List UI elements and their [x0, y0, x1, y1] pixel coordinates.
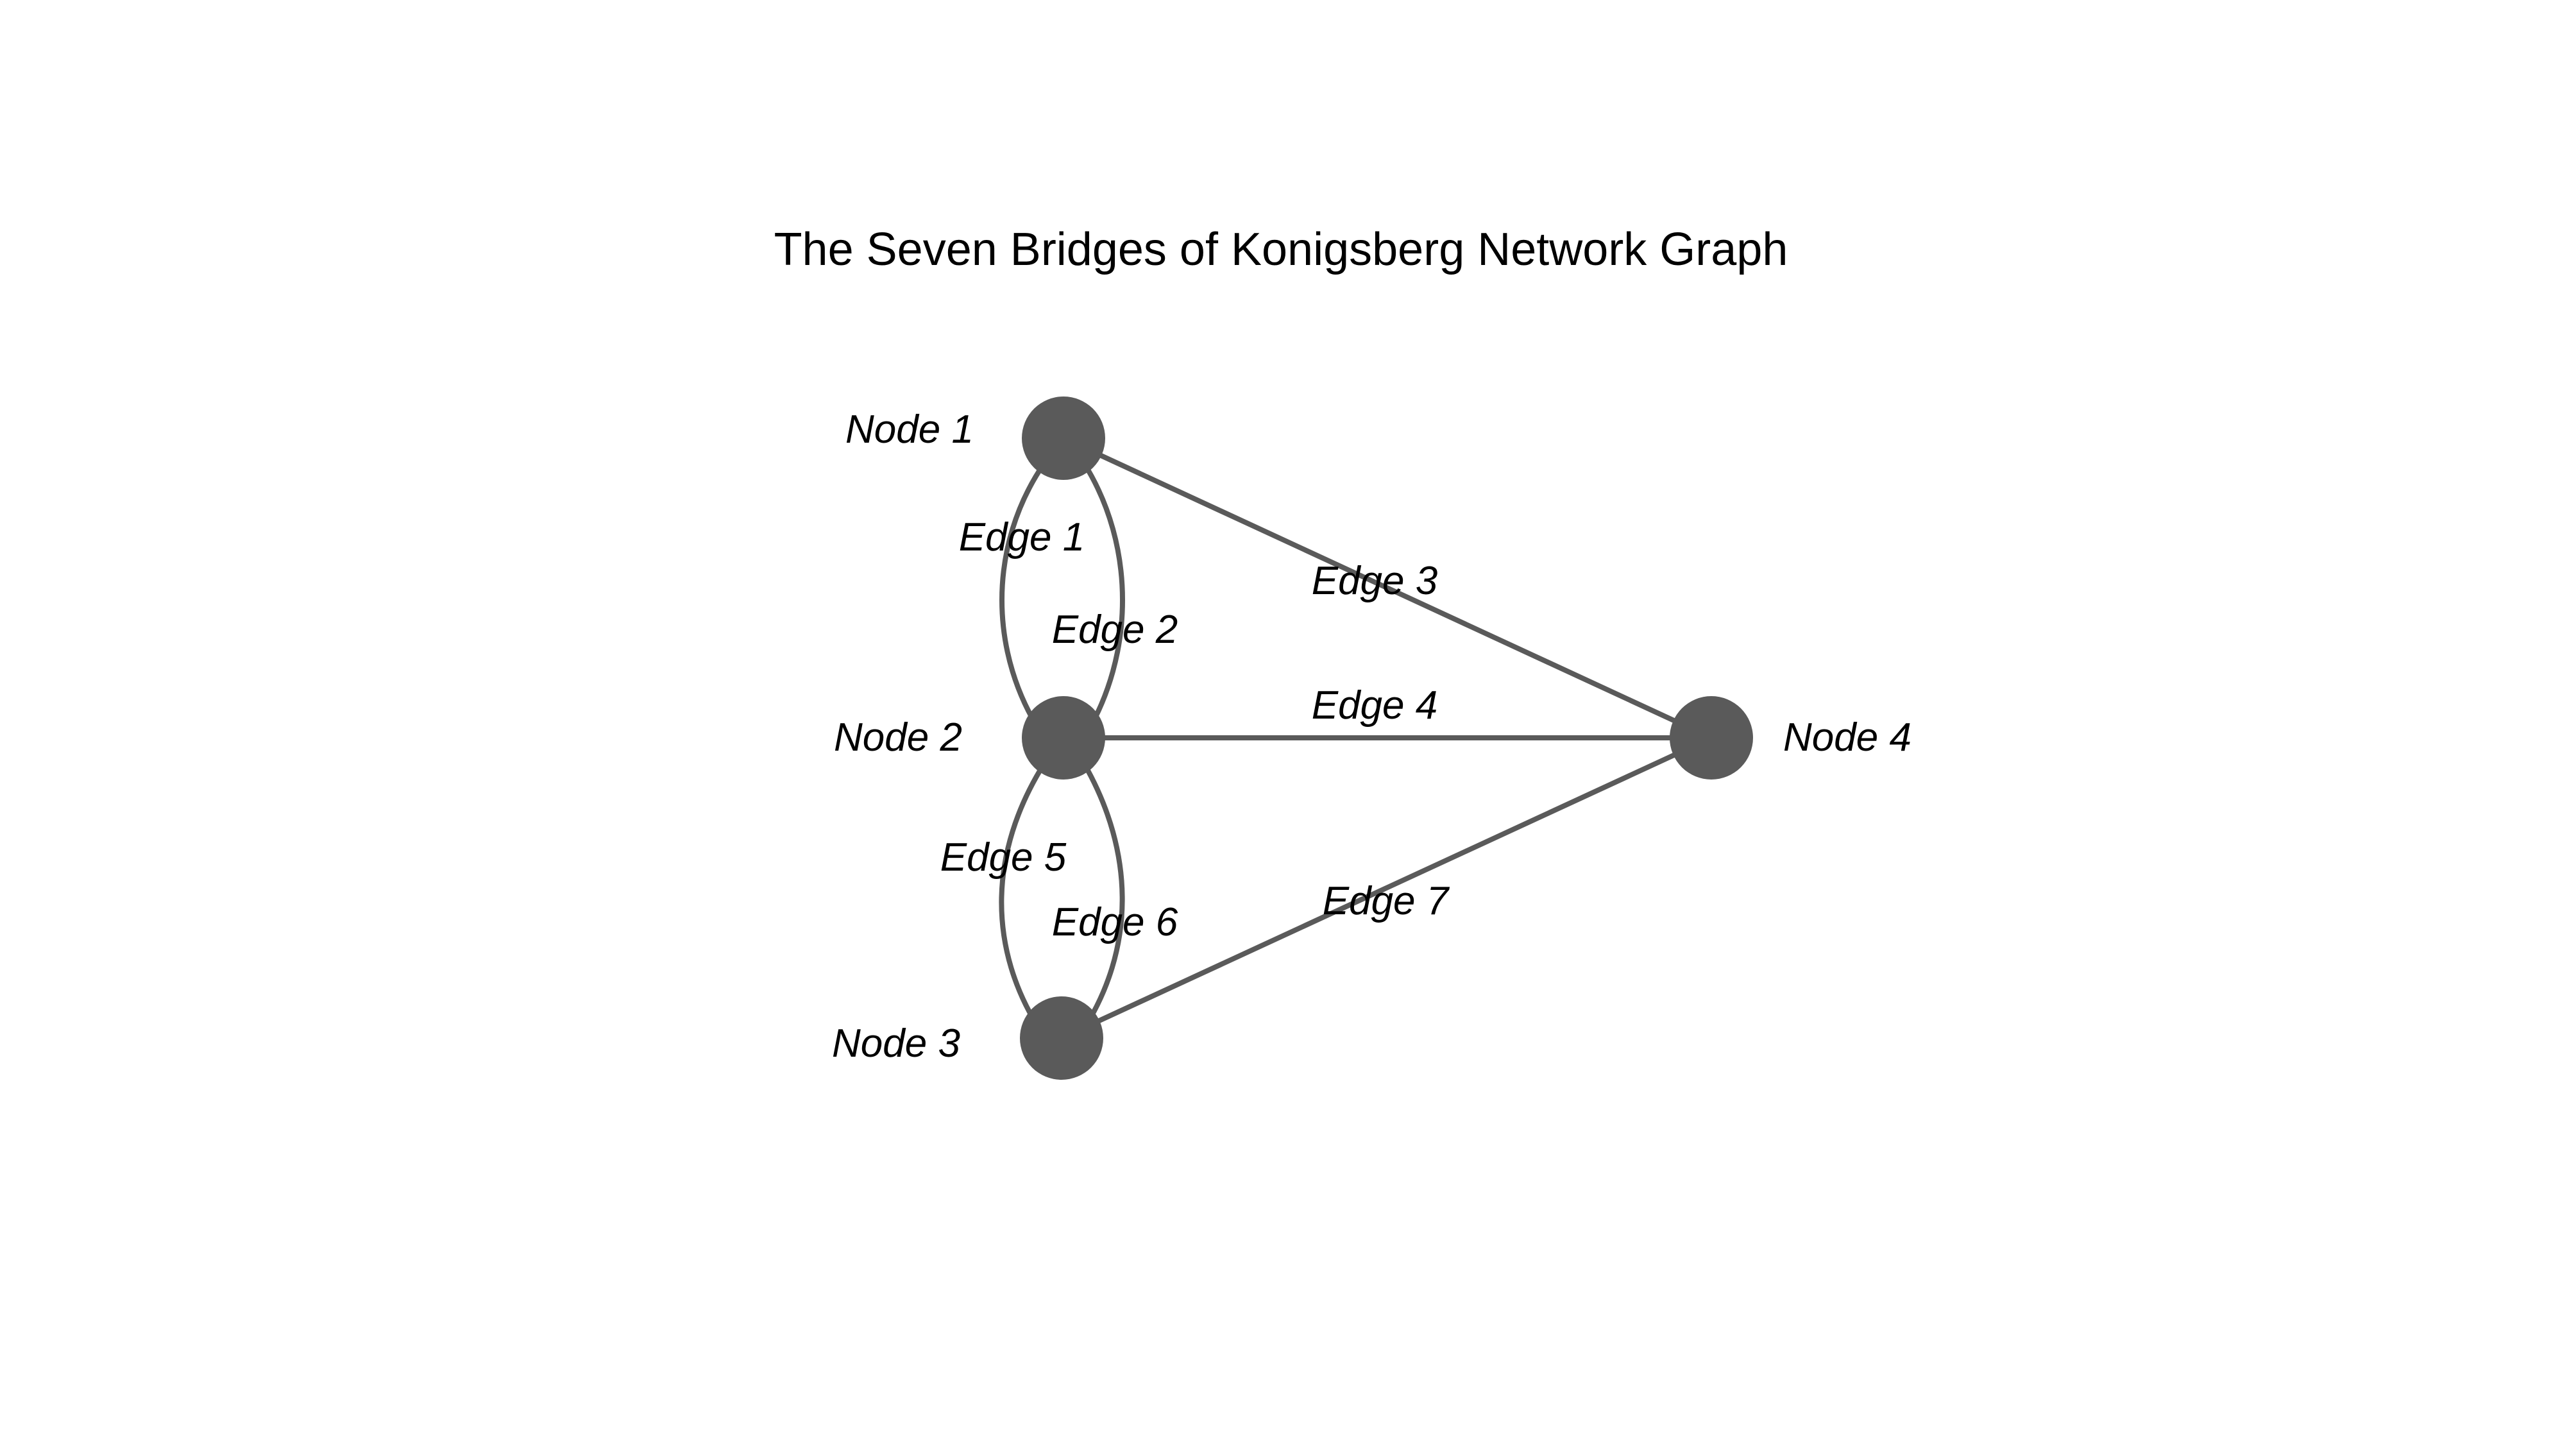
node-2-label: Node 2 [834, 715, 962, 760]
graph-title: The Seven Bridges of Konigsberg Network … [774, 224, 1788, 275]
edge-2-line [1081, 461, 1125, 740]
edge-7-line [1060, 735, 1713, 1041]
node-1-label: Node 1 [845, 407, 974, 452]
edge-4-label: Edge 4 [1312, 683, 1438, 728]
node-1-circle [1022, 396, 1105, 480]
edge-5-line [999, 762, 1047, 1034]
edge-5-label: Edge 5 [940, 835, 1067, 880]
edge-1-label: Edge 1 [959, 515, 1085, 559]
node-3-label: Node 3 [832, 1021, 960, 1066]
edge-6-line [1080, 762, 1125, 1034]
edges [999, 436, 1713, 1041]
edge-3-label: Edge 3 [1312, 559, 1438, 603]
edge-7-label: Edge 7 [1323, 879, 1450, 923]
node-labels: Node 1 Node 2 Node 3 Node 4 [832, 407, 1911, 1066]
nodes [1020, 396, 1753, 1080]
node-4-circle [1670, 696, 1753, 780]
edge-3-line [1062, 436, 1713, 740]
node-4-label: Node 4 [1783, 715, 1911, 760]
edge-6-label: Edge 6 [1052, 900, 1178, 944]
edge-2-label: Edge 2 [1052, 608, 1178, 652]
edge-labels: Edge 1 Edge 2 Edge 3 Edge 4 Edge 5 Edge … [940, 515, 1450, 944]
node-3-circle [1020, 996, 1103, 1080]
node-2-circle [1022, 696, 1105, 780]
edge-1-line [999, 461, 1047, 740]
